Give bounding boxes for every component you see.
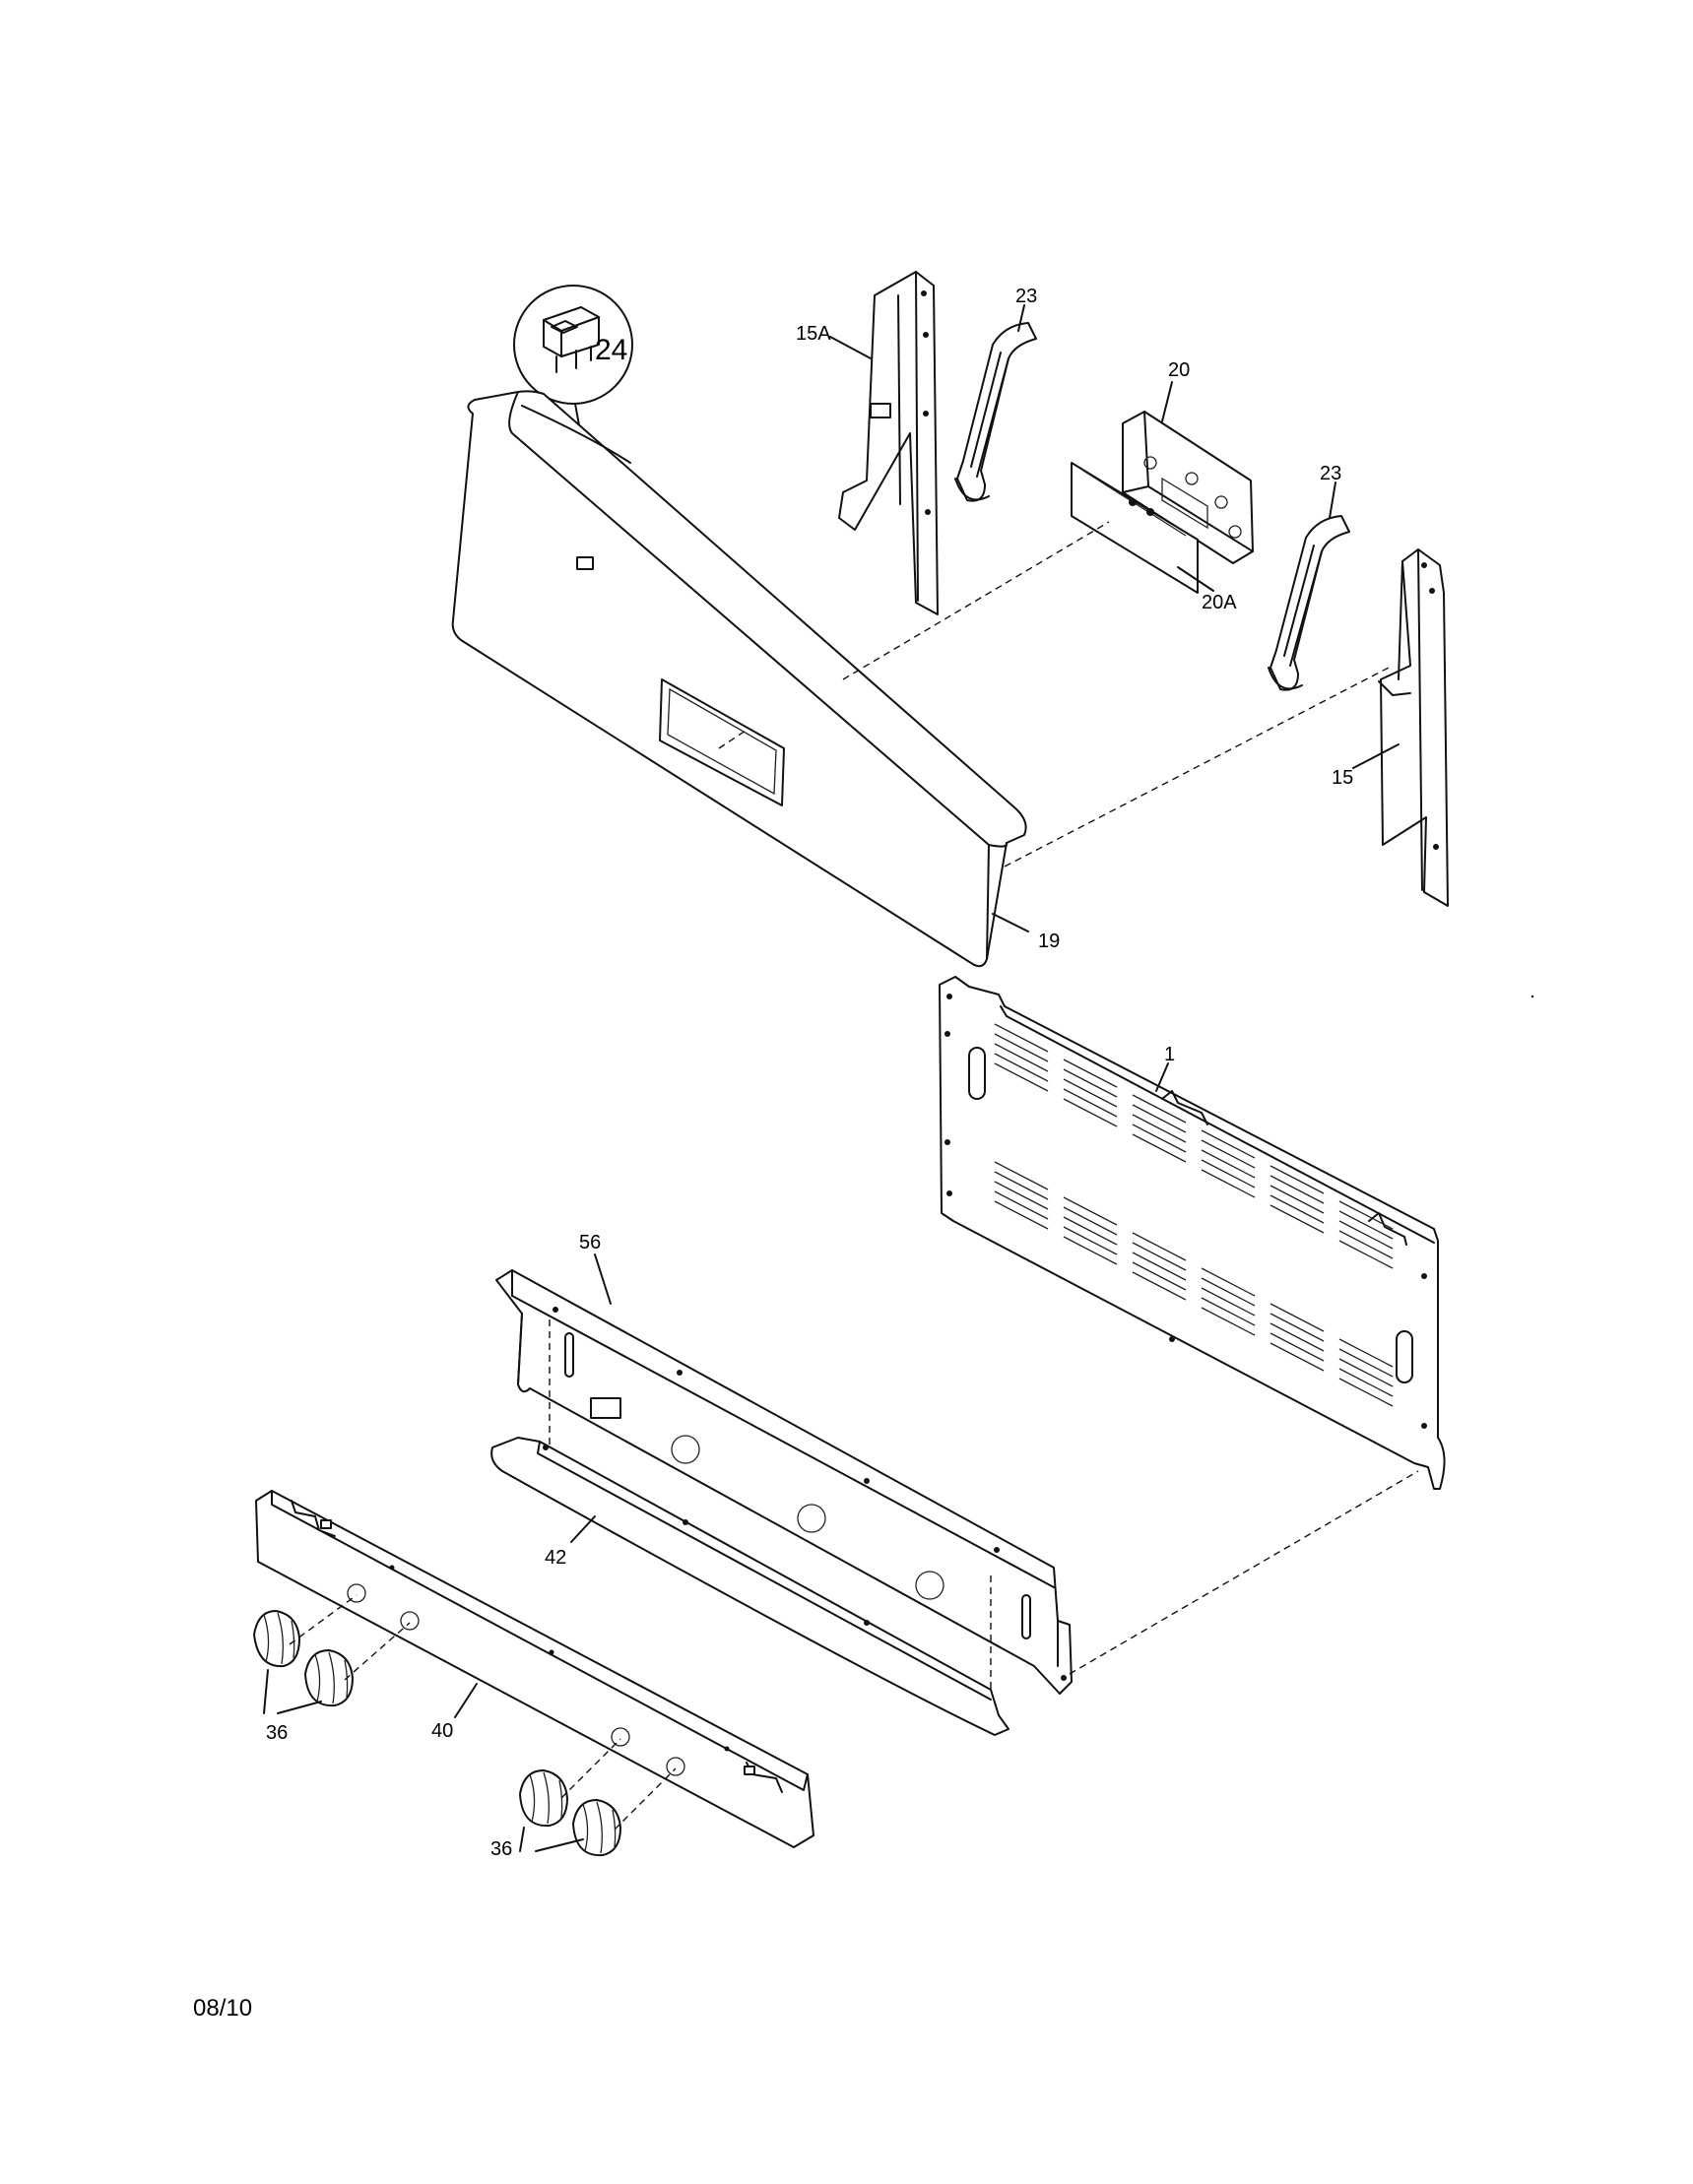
knob-3: [519, 1769, 568, 1828]
callout-36-left: 36: [266, 1722, 288, 1744]
control-panel: [451, 390, 1027, 968]
leader-lines: [263, 304, 1400, 1852]
assembly-lines: [289, 521, 1419, 1831]
callout-19: 19: [1038, 931, 1060, 952]
callout-36-right: 36: [490, 1838, 512, 1860]
clock-control: [1122, 411, 1254, 564]
manifold-cover: [255, 1490, 814, 1848]
louvers-lower: [994, 1161, 1394, 1407]
callout-24: 24: [595, 334, 627, 366]
callout-40: 40: [431, 1720, 453, 1742]
callout-20a: 20A: [1202, 592, 1237, 613]
left-end-bracket: [838, 271, 939, 615]
hinge-bracket-right: [1268, 515, 1350, 691]
callout-15a: 15A: [796, 323, 831, 345]
knob-1: [253, 1610, 300, 1668]
callout-23-left: 23: [1015, 286, 1037, 307]
callout-23-right: 23: [1320, 463, 1341, 484]
callout-20: 20: [1168, 359, 1190, 381]
callout-1: 1: [1164, 1044, 1175, 1065]
knob-2: [304, 1649, 354, 1707]
louvers-upper: [994, 1023, 1394, 1269]
switch-detail-circle: [513, 285, 633, 470]
callout-42: 42: [545, 1547, 566, 1569]
callout-56: 56: [579, 1232, 601, 1253]
right-end-bracket: [1378, 548, 1449, 907]
revision-date: 08/10: [193, 1995, 253, 2022]
hinge-bracket-left: [954, 322, 1037, 502]
back-panel: [939, 976, 1446, 1490]
manifold-panel: [495, 1269, 1073, 1695]
callout-labels: 24 23 15A 20 23 20A 15 19 1 56 42 36 40 …: [266, 286, 1353, 1860]
clock-overlay: [1071, 462, 1199, 594]
trim-strip: [490, 1437, 1009, 1736]
knob-4: [572, 1799, 621, 1857]
callout-15: 15: [1332, 767, 1353, 789]
